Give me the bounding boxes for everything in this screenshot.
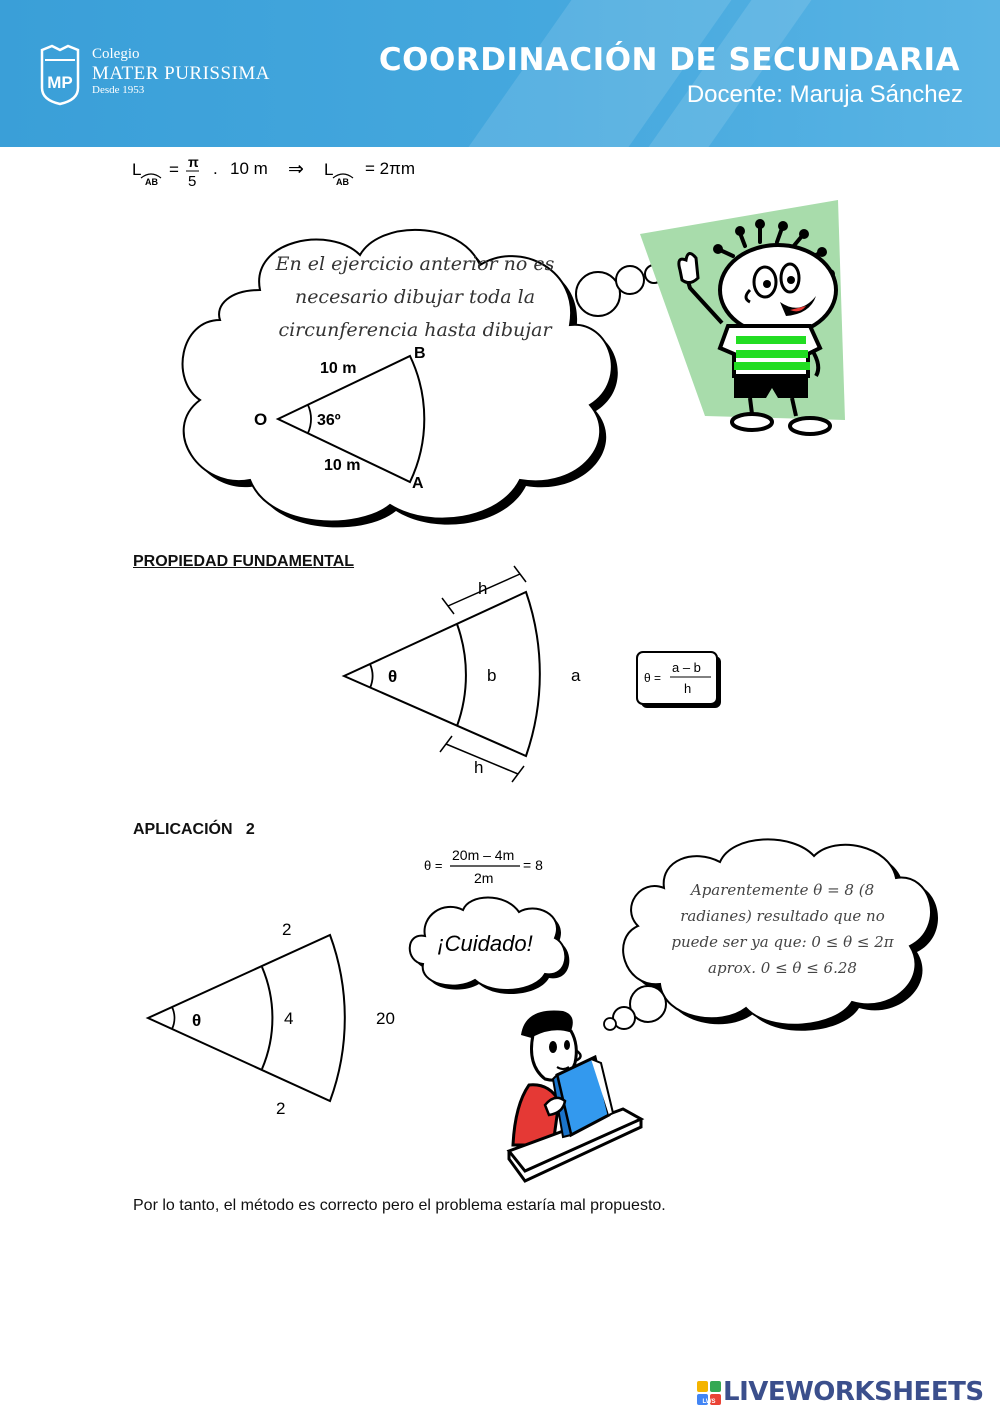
formula1-l2: L xyxy=(324,160,333,179)
cloud3-bubble xyxy=(603,1017,617,1031)
cloud2-body xyxy=(408,896,567,991)
formula1-arc: AB xyxy=(145,177,158,187)
sector3-inner: 4 xyxy=(284,1009,293,1028)
page-title: COORDINACIÓN DE SECUNDARIA xyxy=(378,42,960,78)
sector3-bottom: 2 xyxy=(276,1099,285,1118)
cloud1-line: necesario dibujar toda la xyxy=(294,286,536,308)
formula1-pi: π xyxy=(188,154,199,170)
formula1-implies: ⇒ xyxy=(288,159,304,180)
sector1-point-b: B xyxy=(414,345,426,362)
formula3-numerator: 20m – 4m xyxy=(452,847,514,863)
sector1-point-a: A xyxy=(412,475,424,492)
sector1-angle: 36º xyxy=(317,412,341,429)
sector1-bottom-radius: 10 m xyxy=(324,457,360,474)
formula2-box xyxy=(636,651,718,705)
sector1-top-radius: 10 m xyxy=(320,360,356,377)
school-name: MATER PURISSIMA xyxy=(92,63,271,84)
cloud3-bubble xyxy=(629,985,667,1023)
cloud3-line: aprox. 0 ≤ θ ≤ 6.28 xyxy=(708,959,857,977)
cloud3-line: radianes) resultado que no xyxy=(680,907,885,925)
formula1-equals: = xyxy=(169,160,179,179)
formula1-dot: . xyxy=(213,159,218,178)
reading-boy-illustration xyxy=(506,1010,645,1183)
cloud3-body xyxy=(622,838,932,1026)
teacher-name: Docente: Maruja Sánchez xyxy=(686,81,963,108)
sector3-outer xyxy=(145,933,346,1103)
formula3-denominator: 2m xyxy=(474,870,493,886)
school-small-label: Colegio xyxy=(92,46,140,62)
cloud1-line: En el ejercicio anterior no es xyxy=(275,253,555,275)
sector2-h-top-line xyxy=(447,573,521,607)
liveworksheets-logo-icon: LWS xyxy=(697,1381,721,1405)
thought-cloud-3 xyxy=(603,838,938,1031)
boy-character-illustration xyxy=(640,200,845,436)
page-header: MP Colegio MATER PURISSIMA Desde 1953 CO… xyxy=(0,0,1000,147)
conclusion-text: Por lo tanto, el método es correcto pero… xyxy=(133,1197,666,1214)
footer-logo-letters: LWS xyxy=(703,1399,716,1405)
formula3-lhs: θ = xyxy=(424,858,442,873)
formula1-result: = 2πm xyxy=(365,159,415,178)
cloud1-line: circunferencia hasta dibujar xyxy=(278,319,552,341)
sector3-theta: θ xyxy=(192,1011,201,1030)
school-shield-icon: MP xyxy=(40,44,80,106)
formula1-radius: 10 m xyxy=(230,159,268,178)
sector-property-diagram: h h θ b a θ = a – b h xyxy=(341,565,721,783)
cloud3-line: puede ser ya que: 0 ≤ θ ≤ 2π xyxy=(671,933,894,951)
cloud3-text: Aparentemente θ = 8 (8 radianes) resulta… xyxy=(640,877,925,981)
sector2-inner-arc xyxy=(456,623,467,727)
sector3-angle-arc xyxy=(171,1006,176,1030)
cloud1-bubble xyxy=(575,271,621,317)
sector3-outer-label: 20 xyxy=(376,1009,395,1028)
school-since: Desde 1953 xyxy=(92,84,145,96)
cloud1-body xyxy=(181,229,613,523)
sector2-outer-label: a xyxy=(571,666,581,685)
sector2-h-bottom: h xyxy=(474,758,483,777)
sector2-h-bottom-line xyxy=(445,743,519,775)
sector2-theta: θ xyxy=(388,667,397,686)
application-sector-diagram: 2 2 4 20 θ xyxy=(145,920,395,1118)
formula1-arc2: AB xyxy=(336,177,349,187)
sector1-angle-arc xyxy=(307,404,312,434)
section-fundamental-property: PROPIEDAD FUNDAMENTAL xyxy=(133,553,355,570)
section-application-2: APLICACIÓN 2 xyxy=(133,821,255,838)
thought-cloud-2: ¡Cuidado! xyxy=(408,896,570,995)
sector1-shape xyxy=(275,354,426,484)
formula2-numerator: a – b xyxy=(672,660,701,675)
footer-brand[interactable]: LIVEWORKSHEETS xyxy=(723,1377,984,1407)
formula2-denominator: h xyxy=(684,681,691,696)
cloud3-line: Aparentemente θ = 8 (8 xyxy=(690,881,875,899)
sector1-center: O xyxy=(254,410,267,429)
arc-length-formula: L AB = π 5 . 10 m ⇒ L AB = 2πm xyxy=(132,154,415,190)
cloud1-text: En el ejercicio anterior no es necesario… xyxy=(260,248,570,347)
formula2-lhs: θ = xyxy=(644,671,661,685)
formula1-five: 5 xyxy=(188,173,196,190)
formula3-result: = 8 xyxy=(523,857,543,873)
sector3-inner-arc xyxy=(261,966,274,1070)
logo-letters: MP xyxy=(47,73,73,92)
formula1-l: L xyxy=(132,160,141,179)
sector2-h-top: h xyxy=(478,579,487,598)
sector2-angle-arc xyxy=(369,663,374,689)
formula3: θ = 20m – 4m 2m = 8 xyxy=(424,847,543,886)
sector2-inner-label: b xyxy=(487,666,496,685)
thought-cloud-1: 10 m 10 m 36º O B A xyxy=(181,229,672,528)
cloud1-bubble xyxy=(615,265,645,295)
cloud2-text: ¡Cuidado! xyxy=(437,931,532,956)
sector3-top: 2 xyxy=(282,920,291,939)
